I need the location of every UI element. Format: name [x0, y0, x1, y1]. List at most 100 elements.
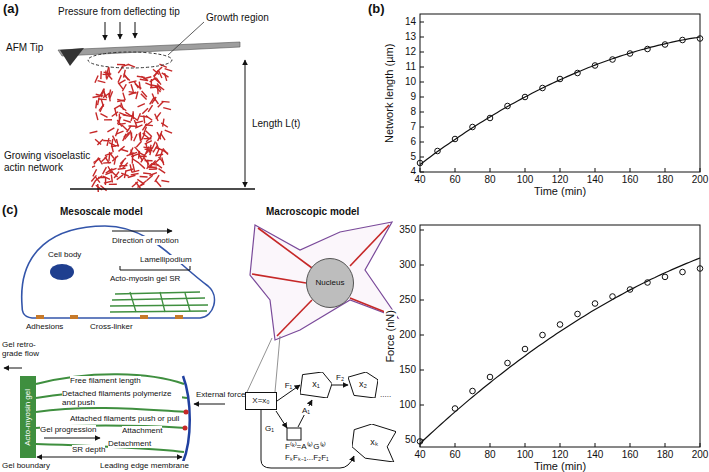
cell-body	[50, 264, 74, 280]
afm-tip	[60, 48, 84, 66]
actin-filament	[98, 177, 106, 178]
annotation: Growing visoelastic actin network	[4, 150, 92, 173]
actin-filament	[162, 157, 164, 165]
tick	[525, 443, 526, 447]
tick	[420, 52, 424, 53]
actin-filament	[135, 121, 143, 123]
filaments	[36, 374, 188, 452]
data-point	[575, 70, 581, 76]
actin-filament	[119, 113, 126, 116]
tick-label: 160	[622, 449, 639, 461]
tick	[665, 443, 666, 447]
data-point	[505, 103, 511, 109]
actin-filament	[104, 181, 112, 183]
annotation: Detachment	[108, 439, 151, 448]
pressure-arrow	[135, 22, 136, 38]
actin-filament	[150, 98, 154, 105]
tick	[665, 168, 666, 172]
actin-filament	[120, 149, 128, 151]
actin-filament	[118, 168, 126, 170]
actin-filament	[118, 123, 126, 124]
data-point	[452, 136, 458, 142]
actin-filament	[146, 146, 149, 153]
actin-filament	[165, 69, 173, 72]
actin-filament	[100, 71, 102, 79]
edge-label: F₁	[285, 381, 293, 390]
tick-label: 5	[410, 151, 416, 163]
actin-filament	[93, 96, 101, 97]
actin-filament	[117, 99, 125, 101]
actin-filament	[163, 119, 164, 127]
retrograde-arrow	[4, 368, 22, 369]
data-point	[557, 322, 563, 328]
annotation: Detached filaments polymerize and push	[62, 389, 182, 407]
tick	[560, 168, 561, 172]
annotation: Lamellipodium	[140, 255, 192, 264]
actin-filament	[145, 160, 153, 162]
actin-filament	[109, 152, 114, 158]
annotation: F⁽ᵏ⁾=A⁽ᵏ⁾G⁽ᵏ⁾	[285, 442, 326, 451]
annotation: Direction of motion	[112, 236, 179, 245]
tick	[490, 443, 491, 447]
attachment-point	[184, 410, 189, 415]
actin-filament	[97, 184, 99, 192]
data-point	[627, 287, 633, 293]
stress-fibers	[350, 225, 389, 266]
tick	[490, 168, 491, 172]
annotation: Pressure from deflecting tip	[58, 6, 180, 18]
actin-filament	[128, 175, 136, 177]
pressure-arrow	[120, 22, 121, 39]
data-point	[575, 311, 581, 317]
zoom-line	[247, 338, 272, 392]
annotation: External force	[196, 390, 245, 399]
data-point	[680, 269, 686, 275]
annotation: Adhesions	[26, 322, 63, 331]
bracket	[120, 266, 190, 270]
tick	[595, 443, 596, 447]
actin-filament	[144, 127, 147, 134]
tick	[420, 265, 424, 266]
actin-filament	[141, 76, 148, 80]
adhesion	[70, 315, 78, 319]
tick	[420, 335, 424, 336]
node-text: x₁	[312, 380, 320, 390]
afm-cantilever	[58, 42, 240, 56]
data-point	[662, 274, 668, 280]
node-text: Nucleus	[316, 279, 345, 288]
tick-label: 180	[657, 449, 674, 461]
cell-shape-outline	[348, 372, 378, 398]
cell-outline	[22, 226, 215, 318]
adhesion	[140, 315, 148, 319]
tick-label: 60	[449, 449, 460, 461]
tick	[630, 168, 631, 172]
tick	[630, 443, 631, 447]
tick-label: 200	[692, 174, 709, 186]
annotation: G₁	[265, 424, 274, 433]
actin-filament	[109, 94, 110, 102]
panel-letter: (a)	[3, 2, 19, 17]
annotation: Growth region	[206, 12, 269, 24]
annotation: Attachment	[122, 426, 162, 435]
actin-filament	[128, 64, 135, 67]
data-point	[627, 51, 633, 57]
actin-filament	[103, 140, 111, 142]
actin-filament	[107, 128, 114, 132]
actin-filament	[136, 141, 141, 147]
tick-label: 50	[405, 434, 416, 446]
tick-label: 200	[692, 449, 709, 461]
lamellipodium-filaments	[112, 298, 205, 300]
actin-filament	[146, 131, 152, 136]
tick	[595, 168, 596, 172]
actin-filament	[138, 152, 145, 156]
stress-fibers	[252, 225, 395, 336]
tick-label: 250	[399, 294, 416, 306]
data-point	[557, 76, 563, 82]
tick-label: 40	[414, 174, 425, 186]
nucleus: Nucleus	[306, 258, 354, 308]
actin-filament	[135, 84, 141, 89]
axis-title: Network length (µm)	[384, 43, 397, 142]
tick	[420, 443, 421, 447]
actin-filament	[121, 102, 124, 110]
tick-label: 140	[587, 174, 604, 186]
actin-filament	[139, 133, 141, 141]
